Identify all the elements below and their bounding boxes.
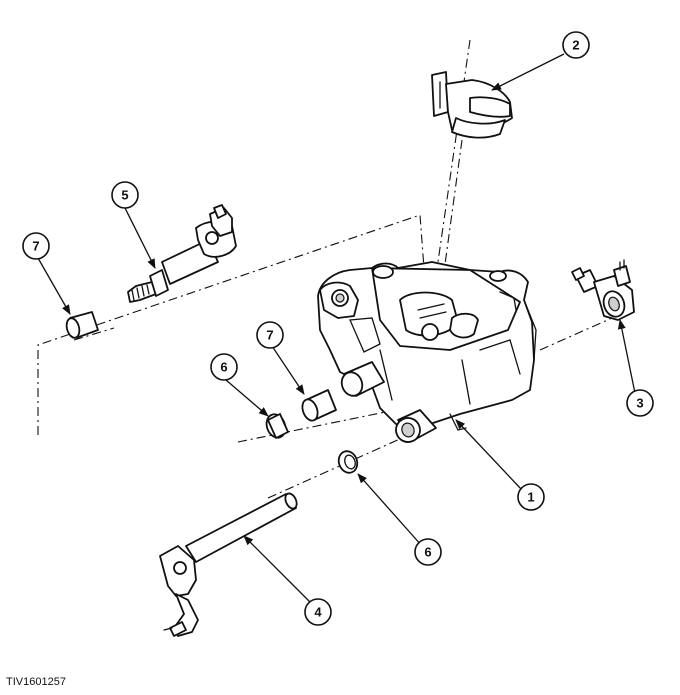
callout-6-lower: 6 <box>414 538 442 566</box>
callout-4-label: 4 <box>314 605 322 620</box>
assembly-center-lines <box>37 39 613 499</box>
selector-sensor-part <box>571 259 635 321</box>
callout-3-label: 3 <box>636 396 643 411</box>
seal-ring-middle-part <box>265 413 289 439</box>
figure-reference-id: TIV1601257 <box>6 676 66 688</box>
callout-5-label: 5 <box>121 188 128 203</box>
selector-finger-part <box>431 71 513 139</box>
lower-shaft-part <box>159 492 298 637</box>
callout-6-lower-label: 6 <box>424 545 431 560</box>
callout-6-middle-label: 6 <box>220 360 227 375</box>
bushing-middle-part <box>301 389 337 422</box>
callout-7-left: 7 <box>22 232 50 260</box>
callout-4: 4 <box>304 598 332 626</box>
callout-5: 5 <box>111 181 139 209</box>
callout-1: 1 <box>517 483 545 511</box>
callout-2: 2 <box>562 31 590 59</box>
upper-shaft-part <box>127 204 237 303</box>
callout-2-label: 2 <box>572 38 579 53</box>
callout-7-left-label: 7 <box>32 239 39 254</box>
seal-ring-lower-part <box>337 450 359 474</box>
callout-7-middle: 7 <box>256 321 284 349</box>
callout-7-middle-label: 7 <box>266 328 273 343</box>
bushing-left-part <box>65 311 99 339</box>
callout-3: 3 <box>626 389 654 417</box>
main-housing-part <box>317 261 537 443</box>
callout-1-label: 1 <box>527 490 534 505</box>
callout-6-middle: 6 <box>210 353 238 381</box>
callout-leaders <box>37 53 637 605</box>
